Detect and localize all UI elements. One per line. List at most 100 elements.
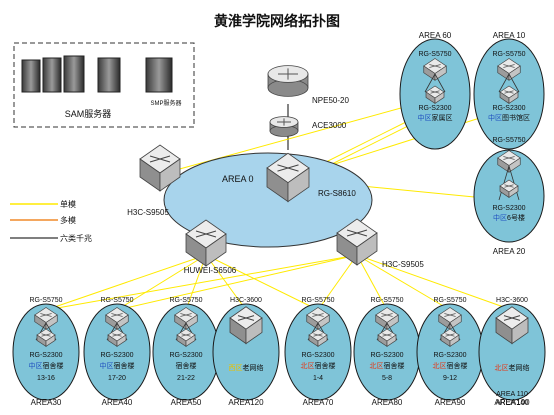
building-label: 宿舍楼 bbox=[176, 361, 197, 370]
area0-label: AREA 0 bbox=[222, 174, 254, 184]
fiber-link bbox=[45, 254, 207, 311]
access-switch-label: RG-S2300 bbox=[370, 352, 403, 359]
aggregation-switch-label: RG-S5750 bbox=[100, 297, 133, 304]
access-switch-label: RG-S2300 bbox=[29, 352, 62, 359]
legend-label-single-mode: 单模 bbox=[60, 199, 76, 209]
access-switch-label: RG-S2300 bbox=[169, 352, 202, 359]
fiber-link bbox=[45, 254, 358, 311]
building-label: 北区宿舍楼 bbox=[433, 361, 468, 370]
aggregation-switch-label: RG-S5750 bbox=[370, 297, 403, 304]
fiber-link bbox=[116, 254, 358, 311]
access-switch-icon bbox=[176, 328, 196, 348]
diagram-title: 黄淮学院网络拓扑图 bbox=[214, 13, 340, 29]
access-switch-label: RG-S2300 bbox=[433, 352, 466, 359]
access-switch-icon bbox=[36, 328, 56, 348]
fiber-link bbox=[185, 254, 207, 311]
aggregation-switch-icon bbox=[497, 150, 521, 173]
aggregation-switch-icon bbox=[423, 58, 447, 81]
access-link bbox=[424, 73, 436, 93]
access-switch-icon bbox=[499, 179, 519, 199]
smp-server-icon bbox=[145, 57, 173, 93]
building-label: 中区家属区 bbox=[418, 113, 453, 122]
area-label: AREA100 bbox=[494, 398, 530, 407]
building-range-label: 17-20 bbox=[108, 375, 126, 382]
building-label: 西区老网络 bbox=[229, 363, 264, 372]
access-switch-icon bbox=[499, 85, 519, 105]
building-label: 北区宿舍楼 bbox=[301, 361, 336, 370]
access-switch-icon bbox=[377, 328, 397, 348]
core-switch-label: RG-S8610 bbox=[318, 189, 356, 198]
access-switch-icon bbox=[440, 328, 460, 348]
aggregation-switch-label: H3C-3600 bbox=[496, 297, 528, 304]
area-label: AREA30 bbox=[31, 398, 62, 407]
fiber-link bbox=[317, 254, 358, 311]
fiber-link bbox=[356, 254, 513, 311]
smp-server-label: SMP服务器 bbox=[150, 99, 181, 107]
access-link bbox=[498, 73, 510, 93]
area-ellipse bbox=[12, 303, 80, 401]
legend-label-multi-mode: 多模 bbox=[60, 215, 76, 225]
area-ellipse bbox=[478, 303, 546, 401]
area-ellipse bbox=[284, 303, 352, 401]
building-label: 中区宿舍楼 bbox=[100, 361, 135, 370]
aggregation-switch-label: RG-S5750 bbox=[169, 297, 202, 304]
aggregation-switch-label: RG-S5750 bbox=[433, 297, 466, 304]
area-label: AREA90 bbox=[435, 398, 466, 407]
ace-label: ACE3000 bbox=[312, 121, 347, 130]
access-switch-icon bbox=[425, 85, 445, 105]
access-switch-icon bbox=[308, 328, 328, 348]
legend-label-cat6: 六类千兆 bbox=[60, 233, 92, 243]
area-ellipse bbox=[212, 303, 280, 401]
legacy-switch-icon bbox=[229, 306, 263, 345]
fiber-link bbox=[356, 254, 388, 311]
core-switch-icon bbox=[266, 152, 310, 203]
area-label: AREA 10 bbox=[493, 31, 526, 40]
area-label: AREA 20 bbox=[493, 247, 526, 256]
npe-label: NPE50-20 bbox=[312, 96, 349, 105]
legend: 单模 多模 六类千兆 bbox=[10, 199, 92, 243]
aggregation-switch-icon bbox=[375, 307, 399, 330]
aggregation-switch-label: RG-S5750 bbox=[492, 137, 525, 144]
left-switch-icon bbox=[139, 144, 181, 192]
fiber-link bbox=[205, 254, 247, 311]
lower-right-switch-icon bbox=[336, 218, 378, 266]
extra-area-label: AREA 110 bbox=[496, 391, 528, 398]
aggregation-switch-label: RG-S5750 bbox=[492, 51, 525, 58]
building-range-label: 13-16 bbox=[37, 375, 55, 382]
area-ellipse bbox=[83, 303, 151, 401]
area-label: AREA50 bbox=[171, 398, 202, 407]
legacy-switch-icon bbox=[495, 306, 529, 345]
access-switch-label: RG-S2300 bbox=[100, 352, 133, 359]
aggregation-switch-label: H3C-3600 bbox=[230, 297, 262, 304]
building-range-label: 1-4 bbox=[313, 375, 323, 382]
extra-area-label: AREA 140 bbox=[496, 400, 528, 407]
area-label: AREA40 bbox=[102, 398, 133, 407]
access-link bbox=[434, 73, 446, 93]
area-label: AREA80 bbox=[372, 398, 403, 407]
aggregation-switch-icon bbox=[497, 58, 521, 81]
aggregation-switch-icon bbox=[438, 307, 462, 330]
sam-server-label: SAM服务器 bbox=[65, 108, 112, 119]
access-switch-icon bbox=[107, 328, 127, 348]
access-link bbox=[508, 73, 520, 93]
left-switch-label: H3C-S9505 bbox=[127, 208, 169, 217]
aggregation-switch-icon bbox=[34, 307, 58, 330]
aggregation-switch-label: RG-S5750 bbox=[29, 297, 62, 304]
aggregation-switch-icon bbox=[105, 307, 129, 330]
fiber-link bbox=[356, 254, 451, 311]
area-label: AREA 60 bbox=[419, 31, 452, 40]
access-switch-label: RG-S2300 bbox=[301, 352, 334, 359]
building-label: 北区老网络 bbox=[495, 363, 530, 372]
lower-right-switch-label: H3C-S9505 bbox=[382, 260, 424, 269]
